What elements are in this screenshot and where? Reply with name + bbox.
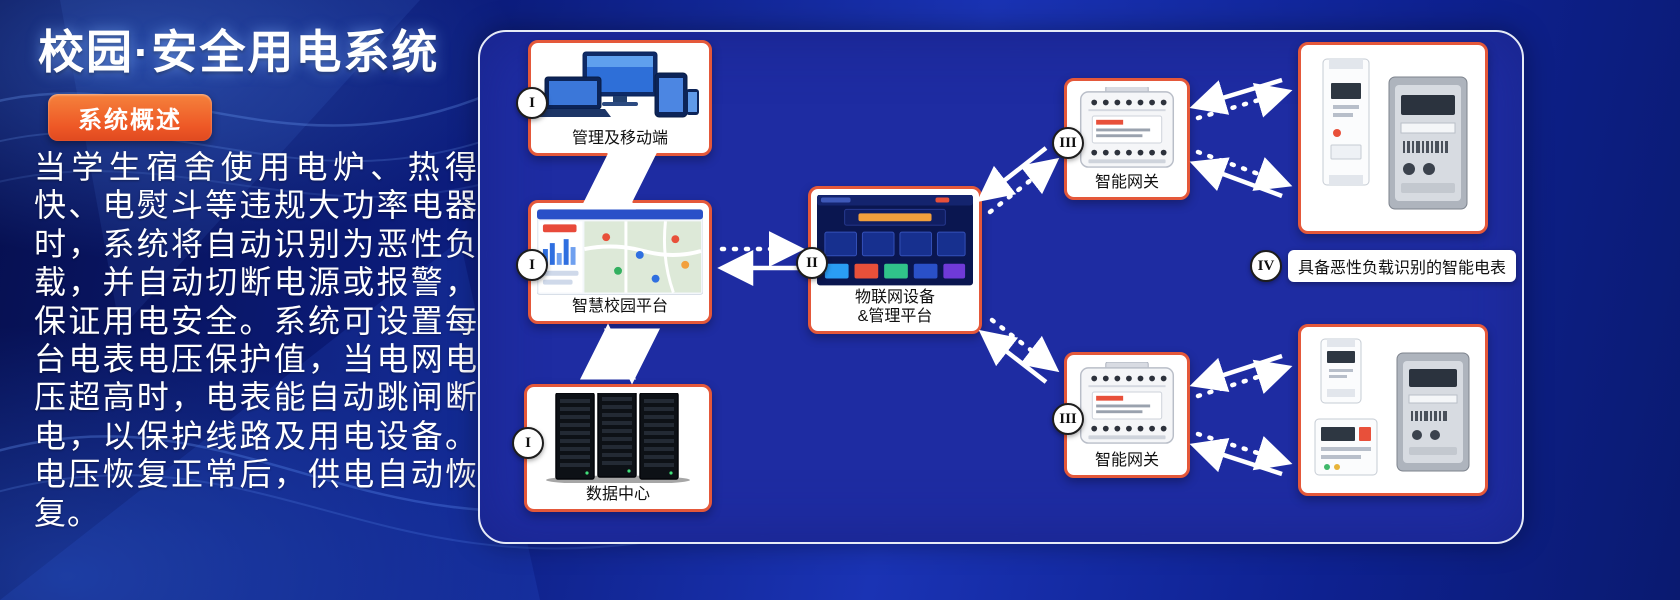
numeral-badge: III [1052, 127, 1084, 159]
node-label: 管理及移动端 [571, 129, 668, 147]
numeral-badge: IV [1250, 250, 1282, 282]
numeral-badge: I [516, 87, 548, 119]
smart-meter-callout: IV 具备恶性负载识别的智能电表 [1250, 250, 1517, 282]
system-description: 当学生宿舍使用电炉、热得快、电熨斗等违规大功率电器时，系统将自动识别为恶性负载，… [34, 149, 478, 531]
gateway-illustration [1073, 361, 1181, 449]
smart-meters-illustration [1305, 49, 1481, 227]
node-management-mobile: I 管理及移动端 [516, 40, 712, 156]
node-label: 智慧校园平台 [571, 297, 668, 315]
page-title: 校园·安全用电系统 [38, 26, 440, 78]
node-gateway-top: III 智能网关 [1052, 78, 1190, 200]
node-label: 智能网关 [1094, 173, 1159, 191]
node-data-center: I [512, 384, 712, 512]
numeral-badge: I [516, 249, 548, 281]
numeral-badge: III [1052, 403, 1084, 435]
campus-dashboard-illustration [537, 209, 703, 295]
overview-badge: 系统概述 [48, 94, 212, 141]
node-label-line2: &管理平台 [857, 307, 933, 325]
node-smart-campus-platform: I 智慧校园平台 [516, 200, 712, 324]
node-gateway-bottom: III 智能网关 [1052, 352, 1190, 478]
smart-meter-label: 具备恶性负载识别的智能电表 [1288, 250, 1517, 282]
node-label-line1: 物联网设备 [854, 288, 935, 306]
node-smart-meters-bottom [1298, 324, 1488, 496]
iot-dashboard-illustration [817, 195, 973, 286]
gateway-illustration [1073, 87, 1181, 171]
numeral-badge: II [796, 247, 828, 279]
numeral-badge: I [512, 427, 544, 459]
server-illustration [533, 393, 703, 483]
smart-meters-illustration [1305, 331, 1481, 489]
devices-illustration [537, 49, 703, 127]
node-label: 物联网设备 &管理平台 [855, 286, 935, 328]
node-iot-platform: II 物联网设备 &管理平台 [796, 186, 982, 334]
node-label: 数据中心 [585, 485, 650, 503]
node-label: 智能网关 [1094, 451, 1159, 469]
node-smart-meters-top [1298, 42, 1488, 234]
